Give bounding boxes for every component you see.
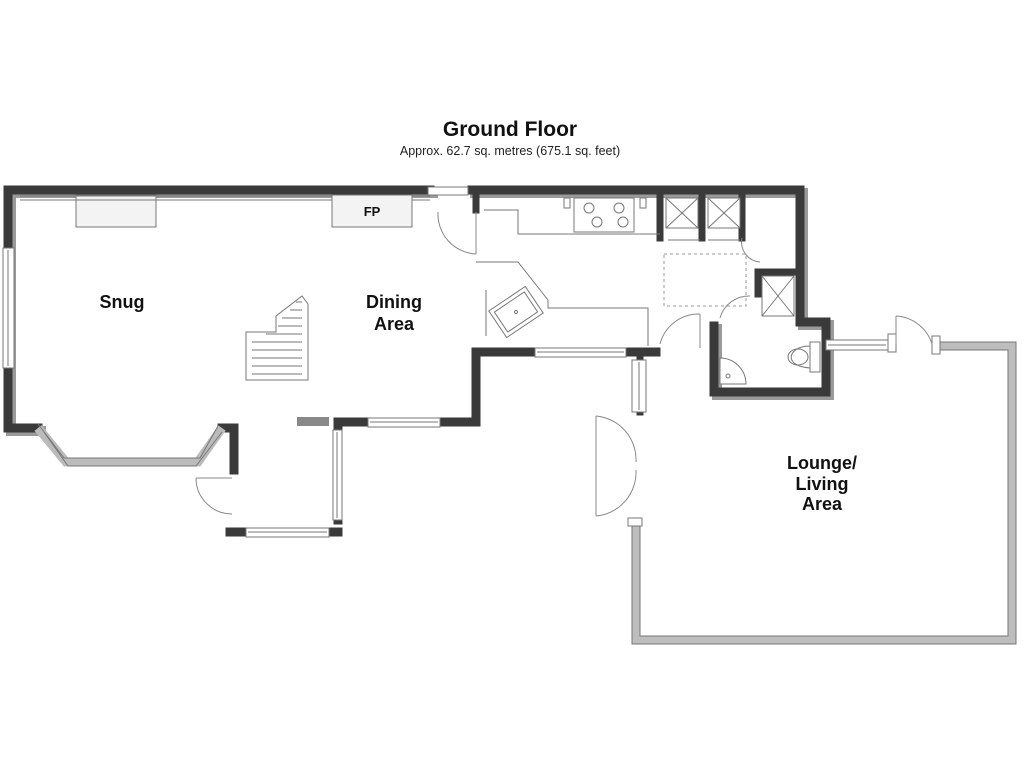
porch-step [297,417,329,426]
bay-window [34,423,226,467]
room-label-lounge-line2: Living [796,474,849,494]
snug-fixtures: FP [20,194,430,228]
plan-title: Ground Floor [443,118,577,141]
fireplace [331,194,413,228]
room-label-dining-line2: Area [374,314,415,334]
porch-windows [245,417,441,538]
room-label-snug: Snug [100,292,145,312]
doors [195,211,933,517]
exterior-walls [3,185,834,537]
top-window [427,186,469,196]
staircase [245,295,309,381]
kitchen-units [476,197,660,346]
plan-area-text: Approx. 62.7 sq. metres (675.1 sq. feet) [400,144,620,158]
cloakroom [719,341,821,385]
fireplace-label: FP [364,204,381,219]
utility-area [663,197,795,317]
corner-basin-icon [719,357,747,385]
snug-side-window [2,247,15,369]
room-label-lounge-line3: Area [802,494,843,514]
room-label-lounge-line1: Lounge/ [787,453,857,473]
lounge-conservatory-frame [627,333,1017,645]
room-label-dining-line1: Dining [366,292,422,312]
kitchen-window [534,347,627,358]
